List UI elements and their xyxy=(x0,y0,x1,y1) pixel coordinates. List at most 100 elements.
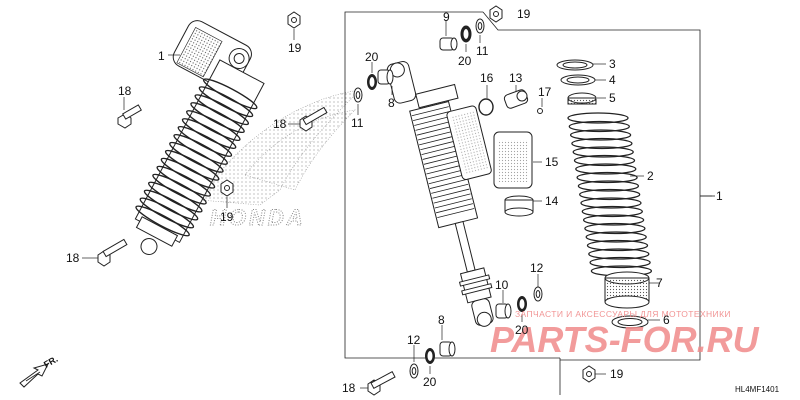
damper-rib xyxy=(434,198,472,209)
spring-coil xyxy=(577,180,640,192)
damper-rib xyxy=(417,130,455,141)
callout-12-lower: 12 xyxy=(530,261,544,275)
seal-20-lower xyxy=(517,296,527,312)
watermark-brand: PARTS-FOR.RU xyxy=(490,319,760,360)
spring-coil xyxy=(156,165,212,197)
damper-rib xyxy=(420,140,458,151)
bolt-18-mid xyxy=(299,106,328,132)
o-ring-16 xyxy=(478,98,494,116)
damper-rib xyxy=(421,145,459,155)
callout-4: 4 xyxy=(609,73,616,87)
spring-guide-5 xyxy=(567,92,597,105)
washer-12-lower xyxy=(533,286,543,302)
damper-body xyxy=(386,61,494,327)
front-direction-arrow: FR. xyxy=(19,354,60,388)
nut-19-top-right xyxy=(489,5,503,23)
diagram-code: HL4MF1401 xyxy=(735,385,780,394)
spring-coil xyxy=(147,181,203,213)
washer-4 xyxy=(560,74,596,86)
callout-9: 9 xyxy=(443,10,450,24)
honda-wing-logo: HONDA xyxy=(199,89,361,231)
spring-coil xyxy=(160,157,216,189)
damper-rib xyxy=(433,193,471,204)
damper-rib xyxy=(419,135,457,146)
watermark-tagline: ЗАПЧАСТИ И АКСЕССУАРЫ ДЛЯ МОТОТЕХНИКИ xyxy=(515,309,731,319)
bearing-8-bottom xyxy=(439,341,456,357)
spring-coil xyxy=(152,173,207,205)
damper-rib xyxy=(429,178,467,189)
callout-1-right: 1 xyxy=(716,189,723,203)
cap-14 xyxy=(504,195,534,217)
spring-coil xyxy=(589,256,651,269)
damper-rib xyxy=(414,115,452,126)
watermark: ЗАПЧАСТИ И АКСЕССУАРЫ ДЛЯ МОТОТЕХНИКИ PA… xyxy=(490,309,760,360)
bearing-8-top xyxy=(377,69,394,85)
spring-coil xyxy=(568,120,630,133)
spring-coil xyxy=(194,94,250,126)
spring-coil xyxy=(169,141,224,173)
spring-coil xyxy=(190,102,245,134)
spring-coil xyxy=(571,137,633,150)
callout-19-top-right: 19 xyxy=(517,7,531,21)
spring-coil xyxy=(139,197,195,229)
callout-10: 10 xyxy=(495,278,509,292)
collar-10 xyxy=(495,303,512,319)
callout-11-mid: 11 xyxy=(351,116,364,130)
spring-coil xyxy=(173,133,228,165)
damper-rib xyxy=(426,164,464,175)
callout-11-top: 11 xyxy=(476,44,489,58)
callout-18-upper-left: 18 xyxy=(118,84,132,98)
damper-rib xyxy=(413,111,451,122)
callout-5: 5 xyxy=(609,91,616,105)
honda-logo-text: HONDA xyxy=(210,205,306,230)
spring-coil xyxy=(164,149,220,181)
callout-18-lower-left: 18 xyxy=(66,251,80,265)
spring-coil xyxy=(202,78,258,110)
collar-9 xyxy=(439,37,458,51)
spring-coil xyxy=(572,146,634,158)
spring-coil xyxy=(573,154,636,167)
spring-coil xyxy=(580,197,642,209)
callout-13: 13 xyxy=(509,71,523,85)
nut-19-upper xyxy=(287,11,301,29)
callout-7: 7 xyxy=(656,276,663,290)
stopper-3 xyxy=(556,59,594,71)
assembly-boundary xyxy=(344,11,715,395)
spring-coil xyxy=(579,188,641,201)
direction-label: FR. xyxy=(42,354,60,370)
callout-18-mid: 18 xyxy=(273,117,287,131)
callout-12-bottom: 12 xyxy=(407,333,421,347)
bolt-18-bottom xyxy=(367,371,396,396)
nut-19-bottom-right xyxy=(582,365,596,383)
spring-coil xyxy=(582,214,645,226)
callout-18-bottom: 18 xyxy=(342,381,356,395)
damper-rib xyxy=(431,183,469,194)
spring-coil xyxy=(569,129,632,141)
callout-15: 15 xyxy=(545,155,559,169)
leader-lines xyxy=(82,20,712,389)
reservoir-cover-15 xyxy=(493,131,533,189)
spring-coil xyxy=(586,239,649,252)
spring-seat-7 xyxy=(604,271,650,309)
bolt-18-upper-left xyxy=(117,104,142,129)
callout-labels: 1 18 19 18 19 18 9 19 20 11 20 8 11 1 6 1… xyxy=(66,7,723,395)
screw-17 xyxy=(537,108,543,114)
callout-1-left: 1 xyxy=(158,49,165,63)
bolt-18-lower-left xyxy=(97,238,128,267)
callout-6: 6 xyxy=(663,313,670,327)
callout-8-bottom: 8 xyxy=(438,313,445,327)
spring-coil xyxy=(581,205,643,218)
spring-coil xyxy=(181,118,237,149)
callout-20-bottom: 20 xyxy=(423,375,437,389)
adjuster-13 xyxy=(503,89,529,109)
callout-19-lower-left: 19 xyxy=(220,210,234,224)
nut-19-lower-left xyxy=(220,179,234,197)
callout-19-upper: 19 xyxy=(288,41,302,55)
spring-coil xyxy=(575,163,637,175)
callout-2: 2 xyxy=(647,169,654,183)
callout-20-mid: 20 xyxy=(365,50,379,64)
damper-rib xyxy=(428,174,466,185)
damper-rib xyxy=(437,208,475,219)
damper-rib xyxy=(432,188,470,199)
